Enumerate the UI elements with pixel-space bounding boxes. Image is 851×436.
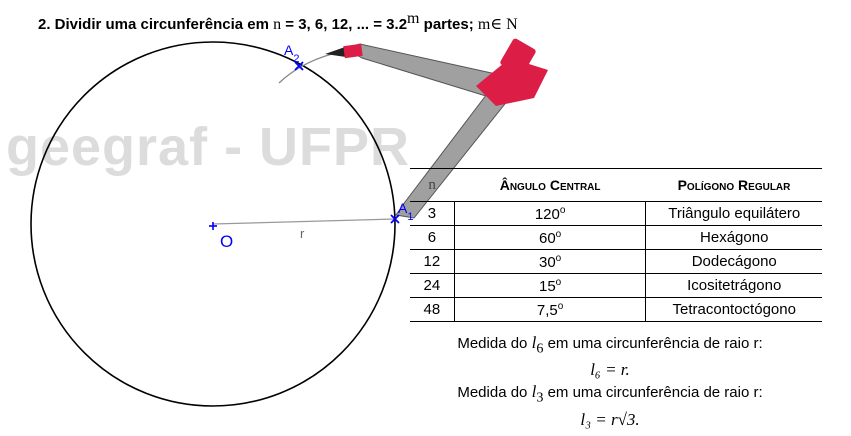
table-row: 6 60o Hexágono bbox=[410, 225, 822, 250]
compass-arc bbox=[278, 53, 333, 84]
exponent-m: m bbox=[407, 10, 420, 27]
pencil-holder bbox=[343, 43, 363, 59]
cell-polygon: Icositetrágono bbox=[687, 277, 782, 294]
equation-l3: l₃ = r√3. bbox=[580, 409, 640, 429]
variable-n: n bbox=[273, 16, 282, 33]
radius-segment bbox=[212, 218, 396, 225]
cell-n: 6 bbox=[427, 229, 437, 246]
cell-angle: 30o bbox=[453, 249, 647, 274]
column-header-n: n bbox=[410, 168, 455, 202]
cell-polygon: Dodecágono bbox=[691, 253, 777, 270]
note-l3: Medida do l3 em uma circunferência de ra… bbox=[457, 382, 763, 406]
notes: Medida do l6 em uma circunferência de ra… bbox=[420, 332, 800, 431]
symbol-l6: l6 bbox=[531, 333, 544, 357]
point-a2-marker bbox=[294, 61, 304, 71]
cell-polygon: Triângulo equilátero bbox=[668, 205, 801, 222]
cell-angle: 120o bbox=[453, 201, 647, 226]
compass-head bbox=[476, 38, 548, 106]
table-header-row: n Ângulo Central Polígono Regular bbox=[410, 168, 822, 202]
note-l6: Medida do l6 em uma circunferência de ra… bbox=[457, 333, 763, 357]
division-table: n Ângulo Central Polígono Regular 3 120o… bbox=[410, 168, 822, 322]
cell-n: 24 bbox=[423, 277, 441, 294]
circumference bbox=[30, 41, 396, 407]
equation-l6: l₆ = r. bbox=[590, 360, 630, 380]
set-condition: m∈ N bbox=[477, 16, 518, 33]
cell-polygon: Tetracontoctógono bbox=[672, 301, 796, 318]
compass-leg-pencil bbox=[343, 43, 497, 97]
cell-angle: 7,5o bbox=[453, 297, 647, 322]
symbol-l3: l3 bbox=[531, 382, 544, 406]
cell-angle: 15o bbox=[453, 273, 647, 298]
cell-n: 3 bbox=[427, 205, 437, 222]
table-row: 3 120o Triângulo equilátero bbox=[410, 201, 822, 226]
pencil-tip bbox=[325, 47, 346, 57]
watermark: geegraf - UFPR bbox=[6, 117, 411, 177]
center-label: O bbox=[220, 232, 233, 251]
cell-n: 48 bbox=[423, 301, 441, 318]
cell-angle: 60o bbox=[453, 225, 647, 250]
cell-polygon: Hexágono bbox=[700, 229, 769, 246]
point-a1-marker bbox=[390, 214, 400, 224]
column-header-regular-polygon: Polígono Regular bbox=[645, 168, 822, 202]
point-a1-label: A1 bbox=[398, 200, 413, 223]
table-row: 12 30o Dodecágono bbox=[410, 249, 822, 274]
radius-label: r bbox=[300, 226, 305, 241]
page-title: 2. Dividir uma circunferência em n = 3, … bbox=[38, 10, 518, 33]
cell-n: 12 bbox=[423, 253, 441, 270]
column-header-central-angle: Ângulo Central bbox=[454, 168, 646, 202]
center-point-marker bbox=[209, 222, 217, 230]
table-row: 48 7,5o Tetracontoctógono bbox=[410, 297, 822, 322]
point-a2-label: A2 bbox=[284, 42, 299, 65]
table-row: 24 15o Icositetrágono bbox=[410, 273, 822, 298]
